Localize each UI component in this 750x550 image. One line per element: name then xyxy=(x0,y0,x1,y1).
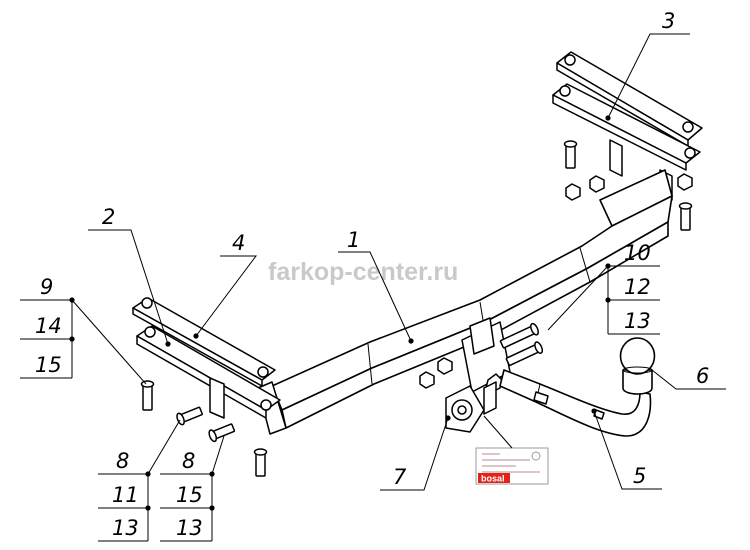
callout-3-label: 3 xyxy=(662,9,675,33)
callout-5-label: 5 xyxy=(633,464,646,488)
centre-mount xyxy=(419,317,544,393)
callout-5: 5 xyxy=(591,408,662,490)
callout-8-left-label: 8 xyxy=(116,449,129,473)
right-bolt-set xyxy=(563,140,693,231)
label-brand-text: bosal xyxy=(481,474,505,484)
watermark-text: farkop-center.ru xyxy=(268,258,458,286)
callout-4: 4 xyxy=(193,231,257,339)
callout-stack-bottom-mid: 8 15 13 xyxy=(160,435,225,542)
callout-6-label: 6 xyxy=(696,364,709,388)
callout-9-label: 9 xyxy=(40,275,53,299)
tow-ball xyxy=(619,337,656,395)
callout-8-mid-label: 8 xyxy=(182,449,195,473)
callout-11-label: 11 xyxy=(112,483,139,507)
callout-1: 1 xyxy=(338,228,414,344)
callout-2: 2 xyxy=(88,205,171,347)
callout-stack-left: 9 14 15 xyxy=(20,275,147,385)
callout-14-label: 14 xyxy=(35,314,62,338)
callout-12-label: 12 xyxy=(624,275,651,299)
callout-1-label: 1 xyxy=(347,228,360,252)
callout-3: 3 xyxy=(605,9,690,121)
callout-2-label: 2 xyxy=(102,205,115,229)
callout-13-left-label: 13 xyxy=(112,516,139,540)
callout-15-label: 15 xyxy=(35,353,62,377)
socket-plate xyxy=(445,381,497,433)
callout-4-label: 4 xyxy=(232,231,245,255)
callout-7: 7 xyxy=(380,415,513,491)
callout-stack-right: 10 12 13 xyxy=(547,241,660,335)
callout-13-mid-label: 13 xyxy=(176,516,203,540)
callout-15-mid-label: 15 xyxy=(176,483,203,507)
callout-13-right-label: 13 xyxy=(624,309,651,333)
callout-7-label: 7 xyxy=(393,465,407,489)
callout-stack-bottom-left: 8 11 13 xyxy=(98,419,181,542)
callout-10-label: 10 xyxy=(624,241,651,265)
left-mounting-bracket xyxy=(132,297,281,419)
product-label-plate: bosal xyxy=(475,447,549,485)
left-bolt-set xyxy=(140,380,268,477)
callout-6: 6 xyxy=(651,364,726,390)
